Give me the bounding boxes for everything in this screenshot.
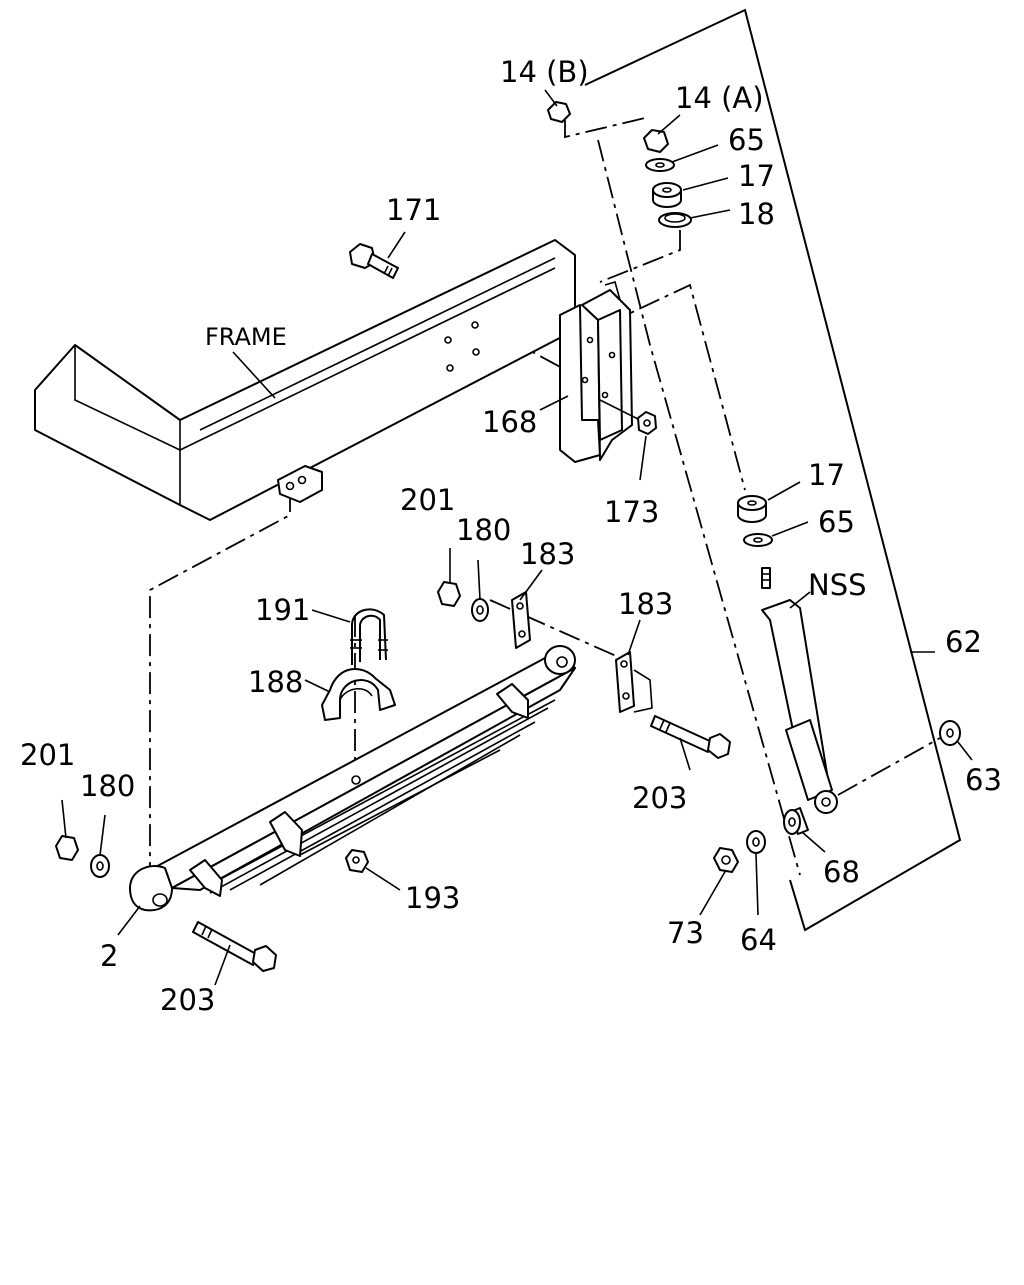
label-nss: NSS bbox=[808, 568, 867, 602]
label-201-rear: 201 bbox=[400, 483, 455, 517]
nut-14b bbox=[547, 101, 571, 123]
label-203-rear: 203 bbox=[632, 781, 687, 815]
dashed-line-shackle bbox=[489, 599, 626, 661]
washer-63 bbox=[939, 720, 961, 746]
bolt-171 bbox=[349, 243, 399, 279]
group-outline-62 bbox=[584, 8, 962, 932]
nut-193 bbox=[345, 849, 369, 873]
bolt-203-rear bbox=[650, 715, 731, 759]
nut-201-front bbox=[55, 835, 79, 861]
u-bolt-191 bbox=[350, 608, 388, 665]
label-68: 68 bbox=[823, 855, 860, 889]
nut-173 bbox=[637, 411, 657, 435]
dashed-line-frame-spring bbox=[149, 490, 291, 880]
label-183-left: 183 bbox=[520, 537, 575, 571]
bushing-17-top bbox=[652, 182, 682, 208]
retainer-18 bbox=[658, 212, 692, 228]
label-168: 168 bbox=[482, 405, 537, 439]
nut-201-rear bbox=[437, 581, 461, 607]
label-17-top: 17 bbox=[738, 159, 775, 193]
label-173: 173 bbox=[604, 495, 659, 529]
label-171: 171 bbox=[386, 193, 441, 227]
dashed-line-18 bbox=[599, 230, 681, 283]
dashed-line-63 bbox=[837, 737, 941, 796]
label-64: 64 bbox=[740, 923, 777, 957]
label-188: 188 bbox=[248, 665, 303, 699]
bushing-68 bbox=[783, 807, 809, 835]
label-2: 2 bbox=[100, 939, 118, 973]
dashed-line-14b bbox=[564, 117, 646, 139]
label-193: 193 bbox=[405, 881, 460, 915]
washer-180-front bbox=[90, 854, 110, 878]
label-180-rear: 180 bbox=[456, 513, 511, 547]
nut-14a bbox=[643, 129, 669, 153]
washer-65-lower bbox=[743, 533, 773, 547]
washer-180-rear bbox=[471, 598, 489, 622]
label-65-lower: 65 bbox=[818, 505, 855, 539]
bolt-203-front bbox=[192, 921, 277, 972]
label-203-front: 203 bbox=[160, 983, 215, 1017]
label-18: 18 bbox=[738, 197, 775, 231]
washer-65-top bbox=[645, 158, 675, 172]
label-63: 63 bbox=[965, 763, 1002, 797]
saddle-188 bbox=[321, 668, 396, 721]
label-73: 73 bbox=[667, 916, 704, 950]
label-frame: FRAME bbox=[205, 323, 287, 351]
frame-rail bbox=[34, 239, 576, 521]
leader-lines bbox=[61, 89, 973, 986]
bracket-168 bbox=[559, 280, 641, 463]
label-183-right: 183 bbox=[618, 587, 673, 621]
nut-73 bbox=[713, 847, 739, 873]
label-191: 191 bbox=[255, 593, 310, 627]
leaf-spring bbox=[129, 645, 576, 912]
bushing-17-lower bbox=[737, 495, 767, 523]
shackle-plate-183-left bbox=[511, 591, 531, 649]
label-14b: 14 (B) bbox=[500, 55, 589, 89]
label-62: 62 bbox=[945, 625, 982, 659]
label-201-front: 201 bbox=[20, 738, 75, 772]
dashed-line-17b bbox=[604, 283, 746, 491]
label-180-front: 180 bbox=[80, 769, 135, 803]
label-14a: 14 (A) bbox=[675, 81, 764, 115]
label-17-lower: 17 bbox=[808, 458, 845, 492]
shock-absorber bbox=[761, 567, 838, 814]
shackle-plate-183-right bbox=[615, 651, 653, 713]
label-65-top: 65 bbox=[728, 123, 765, 157]
dashed-line-bolt bbox=[597, 139, 801, 876]
washer-64 bbox=[746, 830, 766, 854]
